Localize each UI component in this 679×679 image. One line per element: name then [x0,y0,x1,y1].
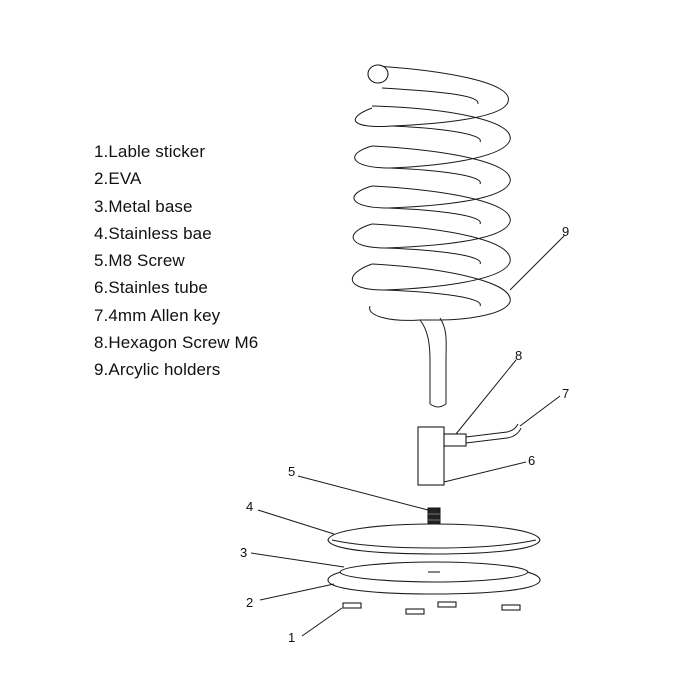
legend-item-hexagon-screw: 8.Hexagon Screw M6 [94,333,259,353]
callout-4: 4 [246,499,253,514]
parts-legend: 1.Lable sticker 2.EVA 3.Metal base 4.Sta… [94,138,258,384]
callout-8: 8 [515,348,522,363]
legend-item-acrylic-holders: 9.Arcylic holders [94,360,221,380]
allen-key [465,423,522,444]
stainless-base [327,523,541,555]
callout-3: 3 [240,545,247,560]
callout-7: 7 [562,386,569,401]
legend-item-stainless-tube: 6.Stainles tube [94,278,208,298]
callout-6: 6 [528,453,535,468]
hexagon-screw [443,433,467,447]
callout-1: 1 [288,630,295,645]
acrylic-spiral-holder [352,64,511,408]
stainless-tube [417,426,445,486]
legend-item-m8-screw: 5.M8 Screw [94,251,185,271]
spiral-tube-end [367,64,389,84]
legend-item-allen-key: 7.4mm Allen key [94,305,221,325]
callout-5: 5 [288,464,295,479]
legend-item-lable-sticker: 1.Lable sticker [94,142,206,161]
legend-item-stainless-base: 4.Stainless bae [94,223,212,243]
label-stickers [342,601,521,615]
legend-item-eva: 2.EVA [94,169,142,189]
callout-2: 2 [246,595,253,610]
legend-item-metal-base: 3.Metal base [94,196,193,216]
callout-9: 9 [562,224,569,239]
